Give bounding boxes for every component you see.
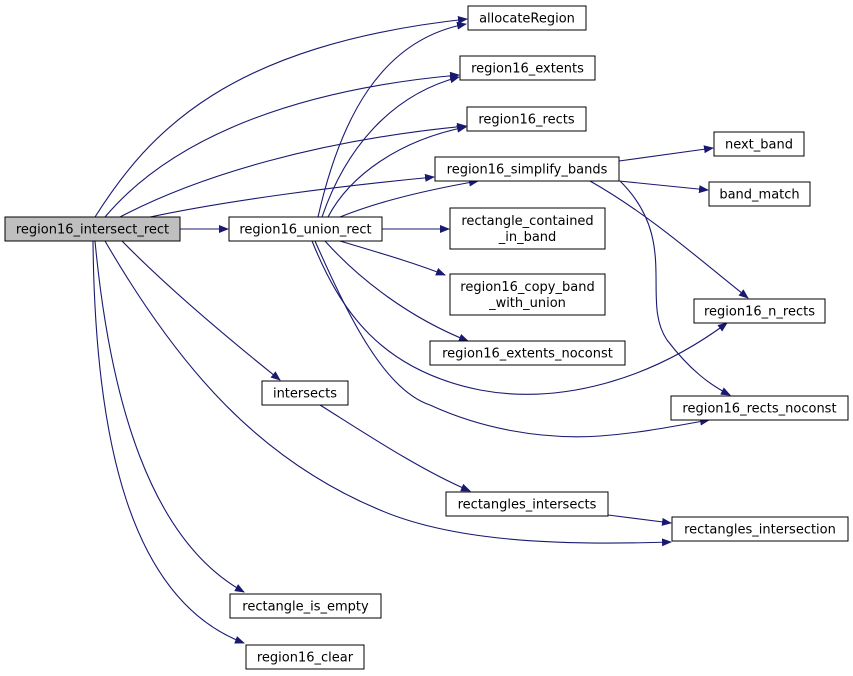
edge-root-to-simplify bbox=[149, 173, 435, 218]
node-is-empty[interactable]: rectangle_is_empty bbox=[229, 593, 382, 619]
node-allocate[interactable]: allocateRegion bbox=[467, 5, 587, 31]
nodes-layer: region16_intersect_rect region16_union_re… bbox=[4, 5, 849, 670]
node-next-band[interactable]: next_band bbox=[713, 131, 805, 157]
node-box bbox=[4, 216, 181, 242]
node-box bbox=[693, 298, 826, 324]
edge-simplify-to-n-rects bbox=[589, 180, 749, 299]
node-box bbox=[670, 395, 849, 421]
node-label: region16_clear bbox=[257, 651, 354, 666]
node-band-match[interactable]: band_match bbox=[708, 181, 811, 207]
node-label: region16_union_rect bbox=[239, 223, 371, 238]
node-copy-band[interactable]: region16_copy_band_with_union bbox=[449, 273, 606, 316]
edge-simplify-to-next-band bbox=[618, 145, 714, 162]
node-box bbox=[449, 273, 606, 316]
edge-union-to-extents bbox=[321, 75, 460, 218]
node-label: region16_extents bbox=[471, 62, 584, 77]
edge-root-to-allocate bbox=[94, 16, 468, 218]
node-box bbox=[228, 216, 383, 242]
node-box bbox=[671, 516, 849, 542]
node-label: region16_rects_noconst bbox=[682, 402, 836, 417]
node-label: region16_intersect_rect bbox=[16, 223, 169, 238]
edge-root-to-rects bbox=[119, 122, 467, 218]
edge-union-to-allocate bbox=[317, 21, 467, 218]
node-n-rects[interactable]: region16_n_rects bbox=[693, 298, 826, 324]
node-extents[interactable]: region16_extents bbox=[459, 55, 596, 81]
edge-simplify-to-rects-noconst bbox=[619, 180, 731, 396]
node-label: region16_simplify_bands bbox=[447, 163, 608, 178]
edge-rect-intersects-to-rect-intersection bbox=[607, 514, 672, 526]
node-label: rectangles_intersects bbox=[458, 498, 597, 513]
node-box bbox=[429, 340, 626, 366]
node-rect-intersects[interactable]: rectangles_intersects bbox=[445, 491, 609, 517]
edge-union-to-n-rects bbox=[311, 240, 728, 395]
node-label: region16_n_rects bbox=[704, 305, 815, 320]
node-box bbox=[459, 55, 596, 81]
node-label: rectangle_is_empty bbox=[242, 600, 369, 615]
node-ext-noconst[interactable]: region16_extents_noconst bbox=[429, 340, 626, 366]
node-label: _in_band bbox=[498, 230, 557, 245]
node-rects-noconst[interactable]: region16_rects_noconst bbox=[670, 395, 849, 421]
edge-root-to-extents bbox=[104, 71, 460, 218]
edge-intersects-to-rect-intersects bbox=[319, 404, 471, 492]
node-box bbox=[445, 491, 609, 517]
edge-union-to-simplify bbox=[339, 178, 479, 218]
node-clear[interactable]: region16_clear bbox=[245, 644, 365, 670]
edge-union-to-ext-noconst bbox=[324, 240, 469, 342]
edge-root-to-clear bbox=[92, 240, 245, 644]
node-box bbox=[245, 644, 365, 670]
edge-union-to-rects-noconst bbox=[314, 240, 710, 438]
node-box bbox=[466, 106, 587, 132]
node-rect-intersection[interactable]: rectangles_intersection bbox=[671, 516, 849, 542]
node-label: next_band bbox=[725, 138, 793, 153]
node-rects[interactable]: region16_rects bbox=[466, 106, 587, 132]
node-contained[interactable]: rectangle_contained_in_band bbox=[449, 207, 606, 250]
node-label: region16_copy_band bbox=[460, 280, 594, 295]
node-box bbox=[713, 131, 805, 157]
edge-root-to-intersects bbox=[121, 240, 281, 381]
node-root[interactable]: region16_intersect_rect bbox=[4, 216, 181, 242]
node-label: allocateRegion bbox=[479, 12, 575, 27]
node-box bbox=[261, 380, 349, 406]
node-label: band_match bbox=[719, 188, 799, 203]
edge-union-to-copy-band bbox=[339, 240, 446, 276]
node-label: region16_rects bbox=[478, 113, 574, 128]
node-label: rectangles_intersection bbox=[684, 523, 836, 538]
node-box bbox=[467, 5, 587, 31]
node-label: rectangle_contained bbox=[461, 214, 593, 229]
node-label: region16_extents_noconst bbox=[442, 347, 613, 362]
node-box bbox=[449, 207, 606, 250]
node-box bbox=[708, 181, 811, 207]
edge-simplify-to-band-match bbox=[618, 180, 709, 194]
edge-root-to-rect-intersection bbox=[104, 240, 672, 547]
node-box bbox=[434, 156, 620, 182]
node-intersects[interactable]: intersects bbox=[261, 380, 349, 406]
node-box bbox=[229, 593, 382, 619]
node-simplify[interactable]: region16_simplify_bands bbox=[434, 156, 620, 182]
edge-root-to-is-empty bbox=[94, 240, 245, 593]
edge-union-to-rects bbox=[327, 124, 467, 218]
node-union[interactable]: region16_union_rect bbox=[228, 216, 383, 242]
node-label: intersects bbox=[273, 387, 337, 402]
edges-layer bbox=[92, 16, 749, 644]
node-label: _with_union bbox=[488, 296, 566, 311]
